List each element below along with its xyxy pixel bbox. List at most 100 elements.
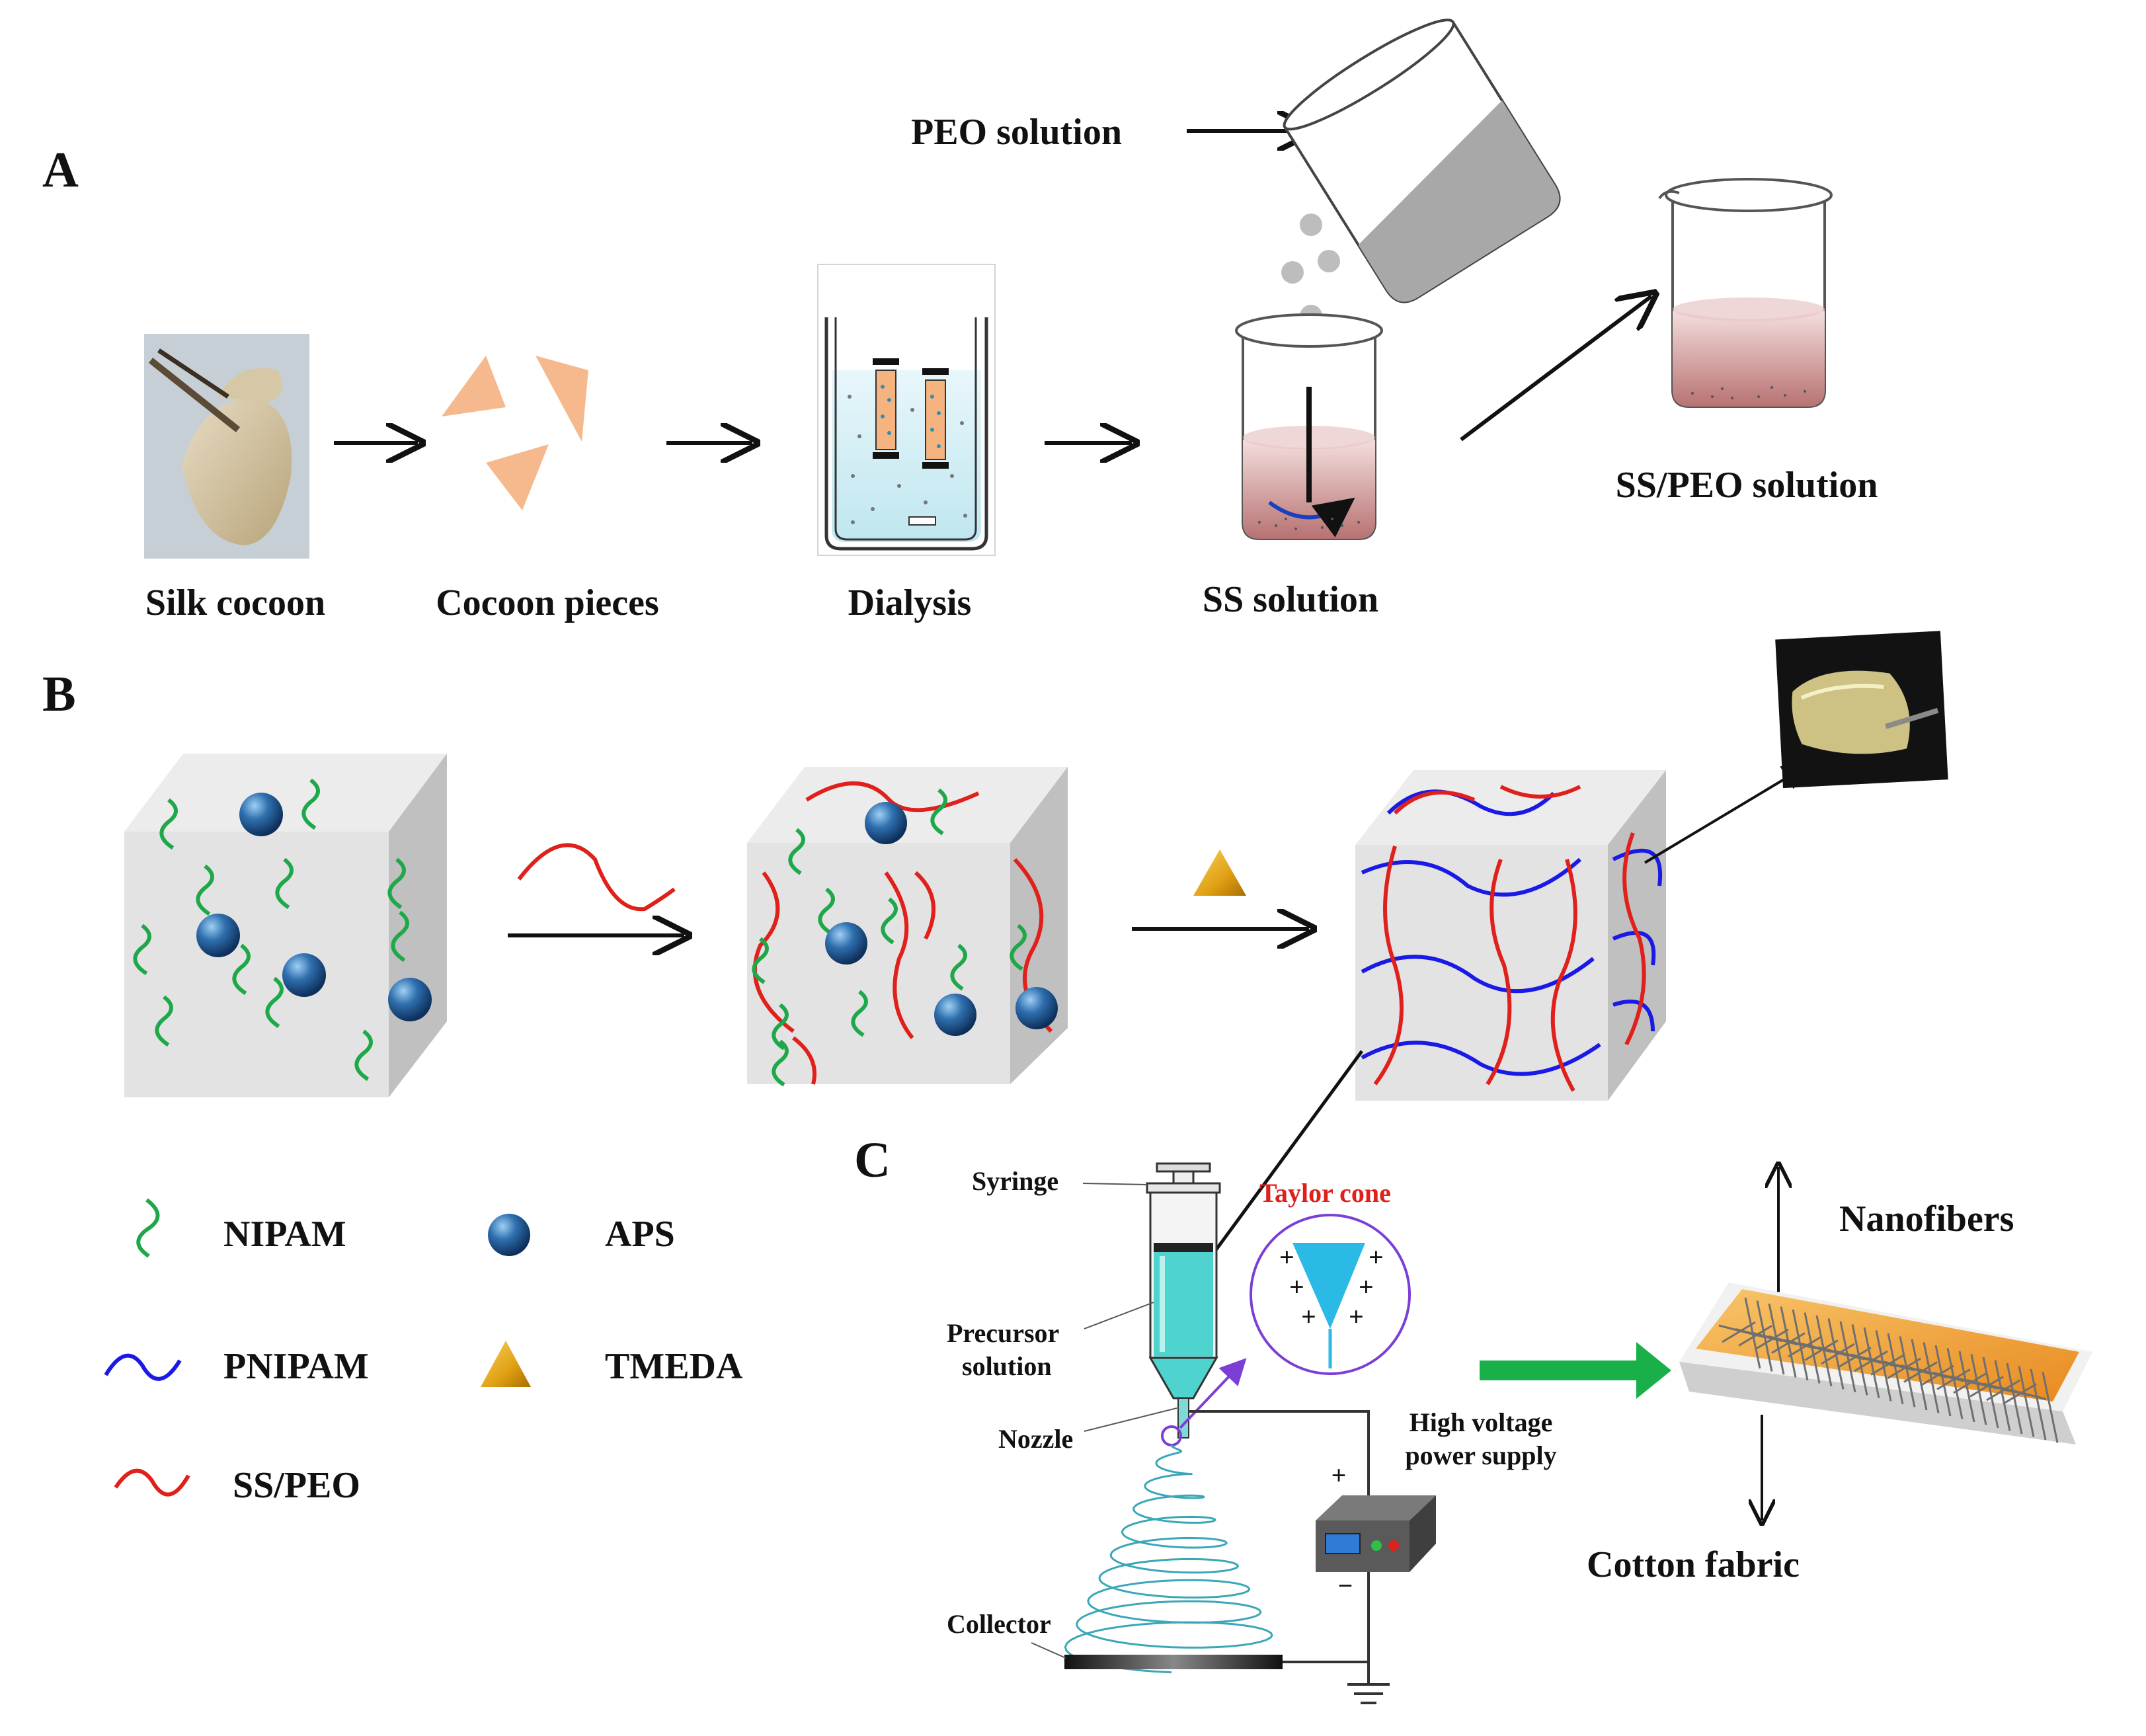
green-arrow <box>1480 1342 1671 1399</box>
legend-aps-icon <box>488 1214 530 1256</box>
nanofiber <box>2042 1372 2059 1443</box>
label-hv-minus: − <box>1338 1571 1353 1600</box>
nipam-chain <box>354 1029 373 1082</box>
nipam-chain <box>950 943 967 991</box>
arrow-nozzle-to-inset <box>1179 1358 1247 1429</box>
dialysis-apparatus <box>817 264 996 556</box>
nipam-chain <box>301 778 320 830</box>
panel-label-b: B <box>42 666 76 722</box>
nanofiber <box>1851 1324 1868 1396</box>
leader-precursor <box>1084 1302 1154 1329</box>
nanofiber <box>1994 1360 2011 1431</box>
nipam-chain <box>133 924 151 976</box>
nipam-chain <box>772 1003 789 1050</box>
nanofiber <box>1755 1328 1789 1351</box>
label-precursor-2: solution <box>962 1351 1052 1381</box>
nipam-chain <box>275 857 294 910</box>
ss-peo-strand <box>517 843 676 912</box>
cocoon-pieces-icon <box>442 356 588 510</box>
nipam-chain <box>155 995 173 1047</box>
nanofiber <box>1788 1335 1822 1358</box>
nipam-chain <box>391 910 409 963</box>
legend-sspeo-icon <box>114 1468 190 1497</box>
charge-plus: + <box>1369 1242 1384 1272</box>
ss-beaker <box>1235 313 1383 540</box>
network-chain <box>1361 955 1595 994</box>
nanofiber <box>1953 1372 1987 1394</box>
taylor-cone-shape <box>1292 1243 1365 1329</box>
pnipam-sspeo-network <box>1361 785 1663 1092</box>
nanofiber <box>2006 1362 2023 1435</box>
nanofiber <box>1999 1386 2047 1400</box>
leader-nozzle <box>1084 1407 1177 1432</box>
nanofiber <box>1986 1379 2020 1401</box>
label-silk-cocoon: Silk cocoon <box>145 582 325 623</box>
network-chain <box>1499 785 1581 799</box>
peo-beaker <box>1283 19 1561 303</box>
legend-sspeo-label: SS/PEO <box>233 1465 360 1506</box>
panel-label-a: A <box>42 142 79 198</box>
aps-sphere <box>282 953 326 997</box>
legend: NIPAM APS PNIPAM TMEDA SS/PEO <box>104 1198 743 1506</box>
nanofiber <box>1804 1339 1839 1361</box>
nipam-chain <box>1010 924 1027 971</box>
network-chain <box>1612 1000 1655 1032</box>
nipam-chain <box>752 937 769 984</box>
aps-sphere <box>388 978 432 1021</box>
aps-spheres <box>196 793 432 1021</box>
nanofiber <box>1911 1339 1928 1411</box>
label-nanofibers: Nanofibers <box>1839 1199 2014 1240</box>
label-nozzle: Nozzle <box>998 1424 1073 1454</box>
nanofiber <box>1839 1321 1856 1393</box>
label-peo-solution: PEO solution <box>911 112 1122 153</box>
label-ss-peo-solution: SS/PEO solution <box>1616 465 1878 506</box>
leader-collector <box>1031 1642 1066 1659</box>
nanofiber <box>1722 1321 1756 1343</box>
aps-sphere <box>934 994 976 1036</box>
nanofiber <box>1863 1327 1880 1399</box>
syringe <box>1146 1162 1221 1439</box>
label-hv-plus: + <box>1331 1460 1347 1490</box>
nanofiber <box>2003 1383 2037 1405</box>
nanofiber <box>1887 1333 1904 1405</box>
nanofiber <box>1903 1361 1938 1383</box>
aps-spheres <box>825 802 1058 1036</box>
nipam-chains <box>133 778 409 1082</box>
legend-nipam-icon <box>136 1198 160 1258</box>
network-chain <box>1622 832 1646 1046</box>
nanofiber <box>1920 1364 1954 1387</box>
network-chain <box>1386 789 1556 816</box>
nanofiber <box>2030 1368 2047 1440</box>
aps-sphere <box>1015 987 1058 1029</box>
ss-peo-chain <box>792 1036 816 1085</box>
nipam-chain <box>930 788 947 836</box>
nanofiber <box>1934 1345 1952 1417</box>
leader-syringe <box>1082 1183 1148 1185</box>
nanofiber <box>1923 1342 1940 1413</box>
network-chain <box>1612 848 1663 887</box>
circuit-wiring <box>1189 1410 1390 1704</box>
nanofiber <box>1837 1347 1872 1368</box>
nanofiber <box>1887 1357 1921 1380</box>
nanofiber-mesh <box>1718 1297 2059 1443</box>
ss-peo-chain <box>914 871 935 940</box>
aps-sphere <box>825 922 867 965</box>
nipam-chain <box>818 887 835 935</box>
charge-plus: + <box>1359 1272 1374 1302</box>
nanofiber <box>1969 1376 2004 1398</box>
aps-sphere <box>196 914 240 957</box>
nanofiber <box>1821 1343 1855 1365</box>
label-cotton-fabric: Cotton fabric <box>1587 1544 1800 1585</box>
label-collector: Collector <box>947 1609 1051 1639</box>
silk-cocoon-photo <box>144 334 309 559</box>
label-hv-2: power supply <box>1405 1440 1556 1470</box>
high-voltage-power-supply <box>1316 1495 1436 1572</box>
nipam-chain <box>772 1039 789 1087</box>
aps-sphere <box>865 802 907 844</box>
nanofiber <box>1771 1332 1806 1354</box>
nanofiber <box>1899 1336 1916 1407</box>
panel-label-c: C <box>854 1132 891 1188</box>
legend-aps-label: APS <box>605 1214 675 1255</box>
